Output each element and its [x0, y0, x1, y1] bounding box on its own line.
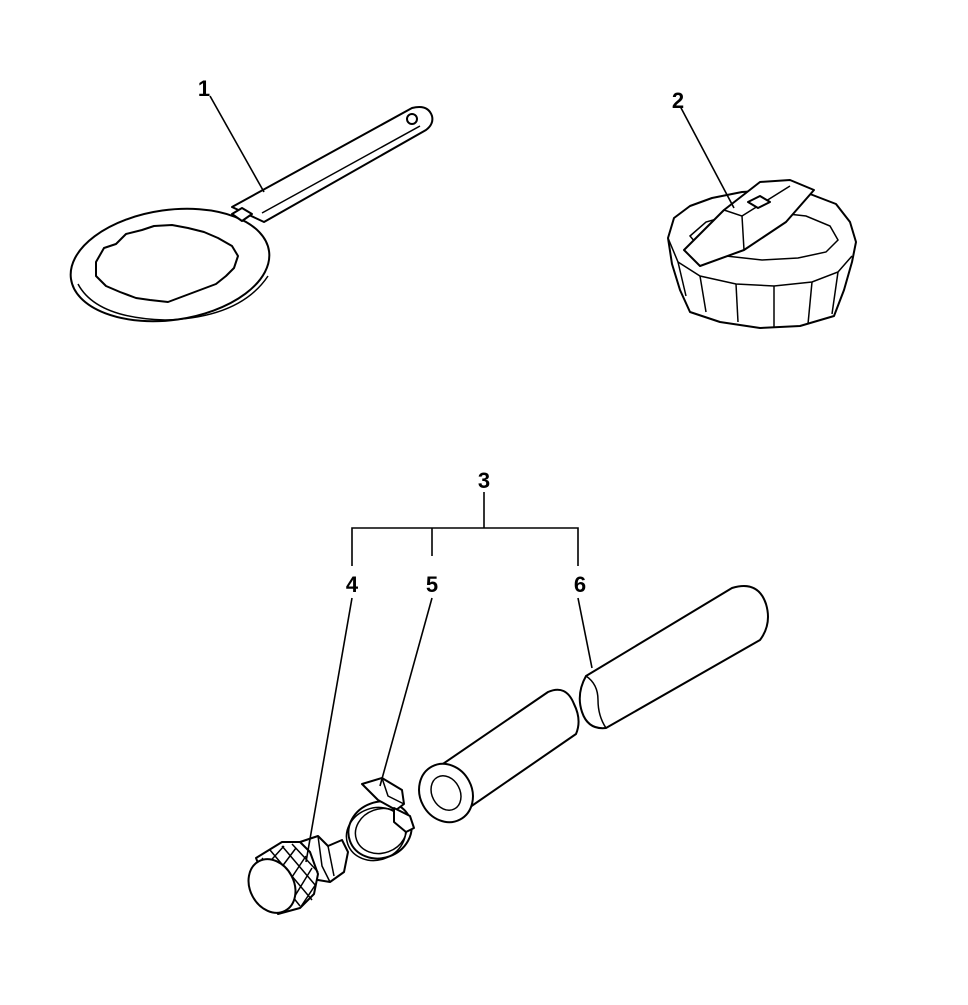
hose-clamp [345, 777, 415, 862]
callout-1: 1 [197, 76, 211, 101]
hose [418, 585, 769, 824]
callout-4: 4 [345, 572, 359, 597]
filter-wrench-cap [667, 179, 857, 329]
spanner-wrench [69, 106, 434, 323]
knurled-fitting [247, 835, 349, 915]
callout-3: 3 [477, 468, 491, 493]
leader-lines [209, 95, 735, 863]
callout-5: 5 [425, 572, 439, 597]
callout-6: 6 [573, 572, 587, 597]
callout-2: 2 [671, 88, 685, 113]
